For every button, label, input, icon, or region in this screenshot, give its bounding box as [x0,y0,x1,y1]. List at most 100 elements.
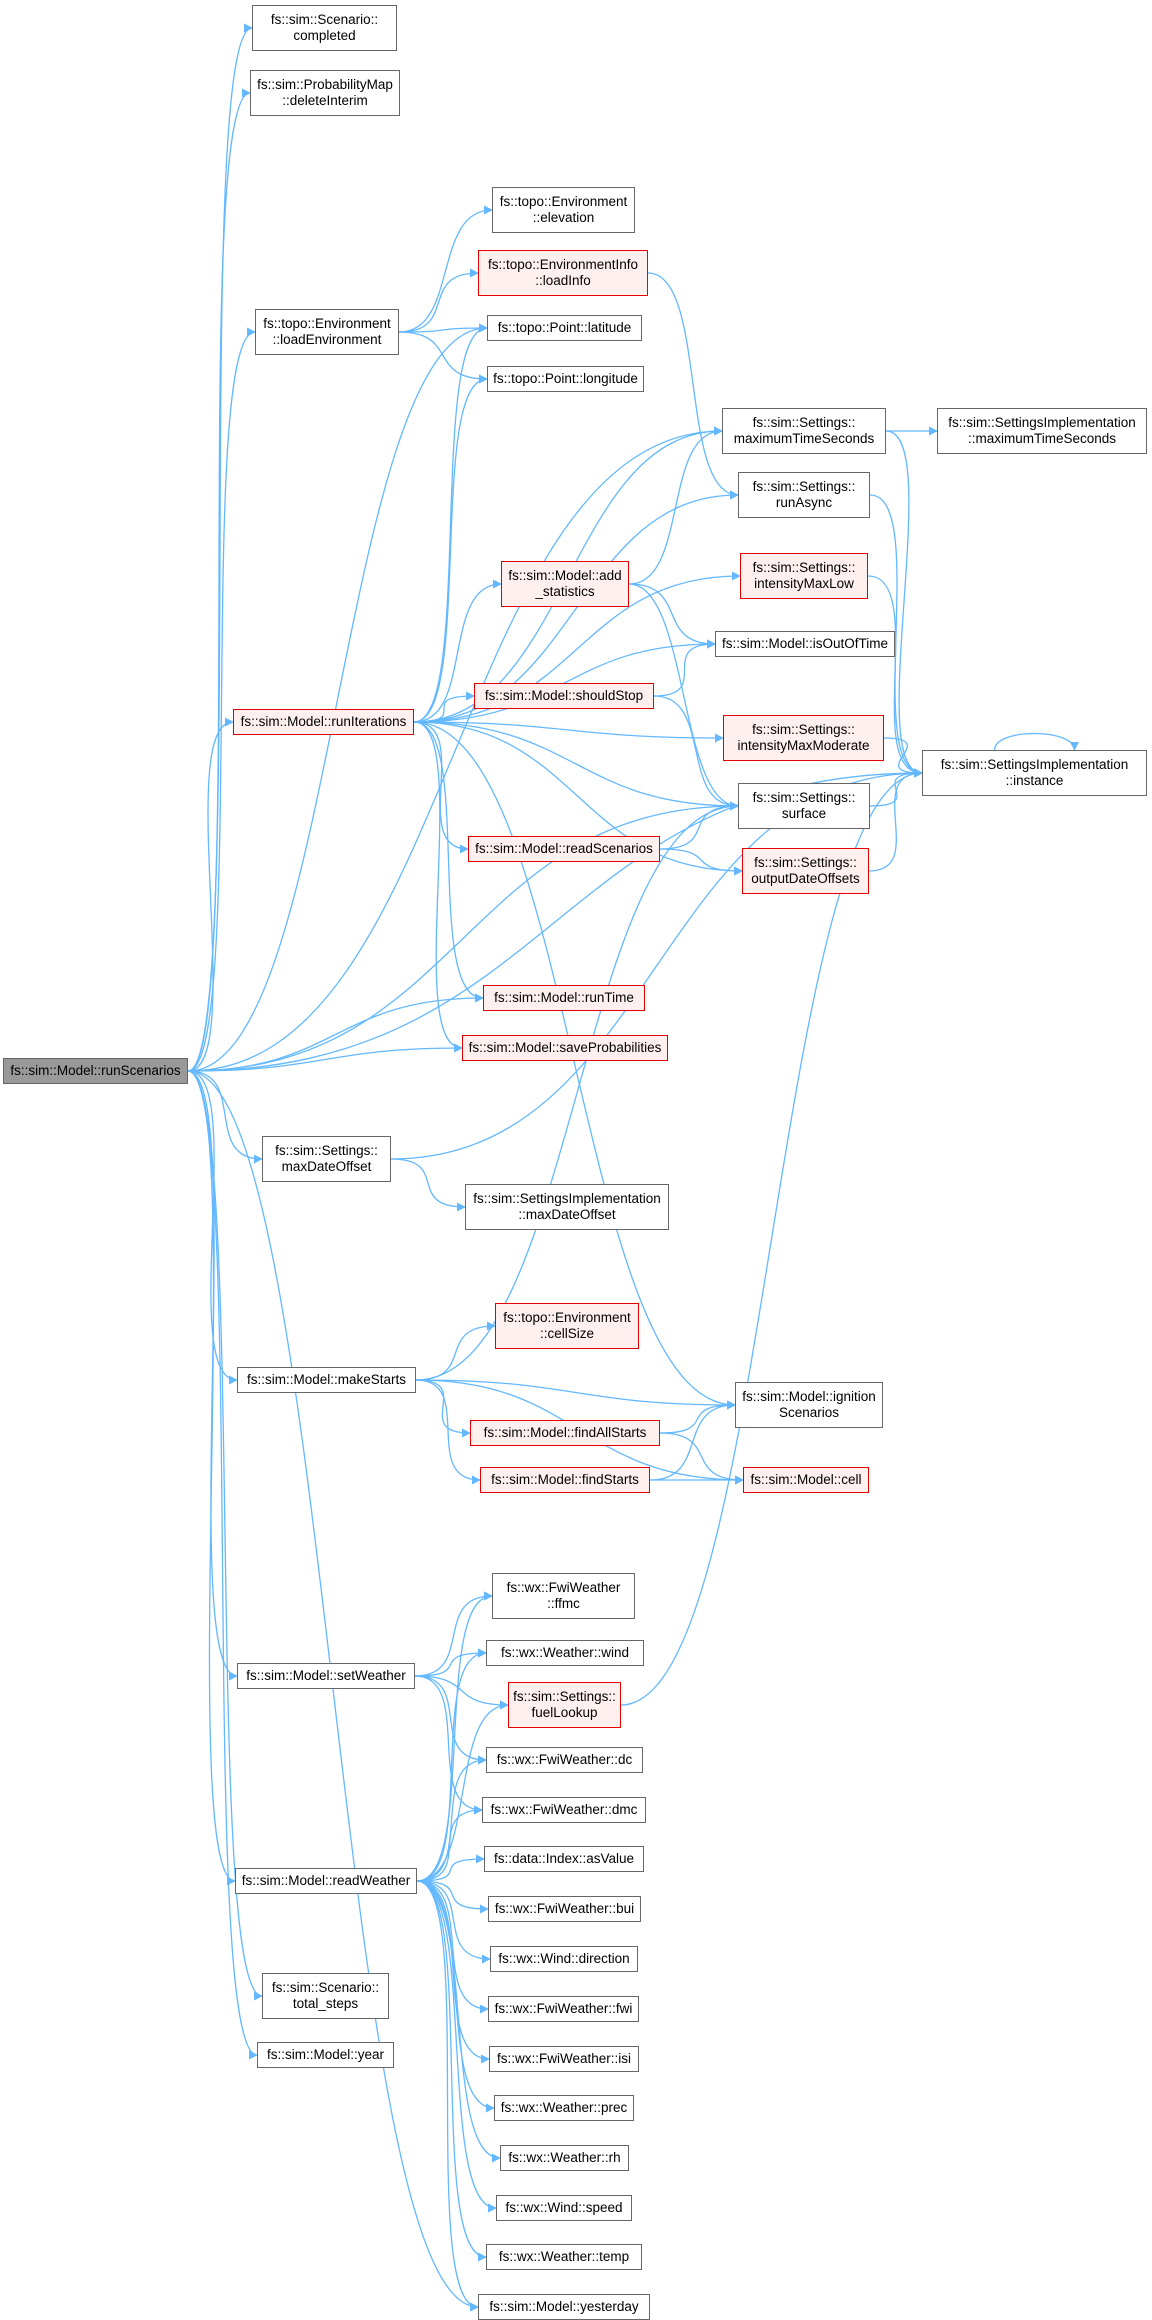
node-model-runTime[interactable]: fs::sim::Model::runTime [483,985,645,1011]
edge-root-to-model-readWeather [187,1070,236,1886]
node-label: fs::sim::Model::readScenarios [475,841,653,856]
node-model-saveProbabilities[interactable]: fs::sim::Model::saveProbabilities [462,1035,668,1061]
edge-env-loadEnvironment-to-env-elevation [398,205,493,333]
edge-settings-maximumTimeSeconds-to-settingsimpl-instance [885,430,923,778]
node-model-makeStarts[interactable]: fs::sim::Model::makeStarts [237,1367,416,1393]
node-settings-maxDateOffset[interactable]: fs::sim::Settings::maxDateOffset [262,1136,391,1182]
edge-model-readWeather-to-fwi-bui [416,1880,489,1914]
edge-model-runIterations-to-settings-surface [413,721,739,811]
node-settings-fuelLookup[interactable]: fs::sim::Settings::fuelLookup [508,1682,621,1728]
node-weather-wind[interactable]: fs::wx::Weather::wind [486,1640,644,1666]
node-model-yesterday[interactable]: fs::sim::Model::yesterday [478,2294,650,2320]
node-settings-outputDateOffsets[interactable]: fs::sim::Settings::outputDateOffsets [742,848,869,894]
node-label: fs::sim::Scenario:: [271,1980,380,1995]
edge-root-to-point-latitude [187,323,488,1072]
node-fwi-dmc[interactable]: fs::wx::FwiWeather::dmc [482,1797,646,1823]
node-label: surface [781,806,827,821]
node-model-readScenarios[interactable]: fs::sim::Model::readScenarios [468,836,660,862]
node-weather-temp[interactable]: fs::wx::Weather::temp [486,2244,642,2270]
node-point-latitude[interactable]: fs::topo::Point::latitude [487,315,642,341]
node-settingsimpl-instance[interactable]: fs::sim::SettingsImplementation::instanc… [922,750,1147,796]
node-model-year[interactable]: fs::sim::Model::year [257,2042,394,2068]
edge-model-readWeather-to-weather-temp [416,1880,487,2262]
edge-model-runIterations-to-model-saveProbabilities [413,721,463,1053]
node-label: fs::wx::FwiWeather::isi [496,2051,632,2066]
edge-root-to-model-runIterations [187,717,234,1072]
node-fwi-isi[interactable]: fs::wx::FwiWeather::isi [489,2046,639,2072]
edge-root-to-settings-surface [187,801,739,1072]
node-model-isOutOfTime[interactable]: fs::sim::Model::isOutOfTime [715,631,895,657]
node-env-cellSize[interactable]: fs::topo::Environment::cellSize [495,1303,639,1349]
node-settings-surface[interactable]: fs::sim::Settings::surface [738,783,870,829]
edge-model-findAllStarts-to-model-cell [659,1432,744,1485]
edge-model-readWeather-to-wind-speed [416,1880,497,2213]
node-model-readWeather[interactable]: fs::sim::Model::readWeather [235,1868,417,1894]
node-settingsimpl-maximumTimeSeconds[interactable]: fs::sim::SettingsImplementation::maximum… [937,408,1147,454]
node-label: fs::wx::FwiWeather::fwi [494,2001,633,2016]
node-label: fs::sim::Model::add [508,568,622,583]
node-model-add-statistics[interactable]: fs::sim::Model::add_statistics [501,561,629,607]
edge-model-runIterations-to-model-runTime [413,721,484,1003]
node-label: fs::topo::Environment [263,316,391,331]
node-label: fs::wx::Wind::speed [505,2200,623,2215]
edge-model-setWeather-to-fwi-dmc [414,1675,483,1815]
edge-model-runIterations-to-point-longitude [413,374,488,723]
node-model-shouldStop[interactable]: fs::sim::Model::shouldStop [474,683,654,709]
edge-model-makeStarts-to-settings-surface [415,801,739,1381]
node-env-loadEnvironment[interactable]: fs::topo::Environment::loadEnvironment [255,309,399,355]
edge-model-readScenarios-to-settings-outputDateOffsets [659,848,743,876]
node-index-asValue[interactable]: fs::data::Index::asValue [484,1846,644,1872]
node-fwi-fwi[interactable]: fs::wx::FwiWeather::fwi [488,1996,639,2022]
edge-model-findStarts-to-model-ignitionScenarios [649,1400,736,1481]
node-fwi-ffmc[interactable]: fs::wx::FwiWeather::ffmc [492,1573,635,1619]
node-label: fs::sim::Model::findStarts [491,1472,639,1487]
edge-model-setWeather-to-weather-wind [414,1648,487,1677]
node-scenario-total-steps[interactable]: fs::sim::Scenario::total_steps [262,1973,389,2019]
node-point-longitude[interactable]: fs::topo::Point::longitude [487,366,644,392]
node-fwi-dc[interactable]: fs::wx::FwiWeather::dc [486,1747,643,1773]
node-settingsimpl-maxDateOffset[interactable]: fs::sim::SettingsImplementation::maxDate… [465,1184,669,1230]
node-settings-intensityMaxLow[interactable]: fs::sim::Settings::intensityMaxLow [740,553,868,599]
node-env-elevation[interactable]: fs::topo::Environment::elevation [492,187,635,233]
node-settings-maximumTimeSeconds[interactable]: fs::sim::Settings::maximumTimeSeconds [722,408,886,454]
node-root[interactable]: fs::sim::Model::runScenarios [3,1058,188,1084]
edge-settingsimpl-instance-to-settingsimpl-instance [993,732,1079,751]
node-settings-runAsync[interactable]: fs::sim::Settings::runAsync [738,472,870,518]
node-label: total_steps [292,1996,359,2011]
node-fwi-bui[interactable]: fs::wx::FwiWeather::bui [488,1896,641,1922]
edge-model-readWeather-to-settings-fuelLookup [416,1700,509,1882]
node-model-findAllStarts[interactable]: fs::sim::Model::findAllStarts [470,1420,660,1446]
node-settings-intensityMaxModerate[interactable]: fs::sim::Settings::intensityMaxModerate [723,715,884,761]
node-probmap-deleteInterim[interactable]: fs::sim::ProbabilityMap::deleteInterim [250,70,400,116]
node-label: fs::sim::SettingsImplementation [473,1191,661,1206]
edge-model-readWeather-to-wind-direction [416,1880,491,1964]
edge-model-setWeather-to-fwi-ffmc [414,1591,493,1677]
node-weather-rh[interactable]: fs::wx::Weather::rh [500,2145,629,2171]
edge-settings-maxDateOffset-to-settingsimpl-instance [390,768,923,1160]
edge-settings-intensityMaxModerate-to-settingsimpl-instance [883,737,923,778]
edge-settings-maxDateOffset-to-settingsimpl-maxDateOffset [390,1158,466,1212]
node-envinfo-loadInfo[interactable]: fs::topo::EnvironmentInfo::loadInfo [478,250,648,296]
node-scenario-completed[interactable]: fs::sim::Scenario::completed [252,5,397,51]
edge-model-runIterations-to-model-ignitionScenarios [413,721,736,1410]
edge-model-makeStarts-to-model-ignitionScenarios [415,1379,736,1410]
node-label: fs::sim::Scenario:: [270,12,379,27]
edge-model-add-statistics-to-settings-surface [628,583,739,811]
node-wind-speed[interactable]: fs::wx::Wind::speed [496,2195,632,2221]
edge-root-to-env-loadEnvironment [187,327,256,1072]
node-label: fs::sim::Model::isOutOfTime [721,636,889,651]
node-weather-prec[interactable]: fs::wx::Weather::prec [494,2095,634,2121]
node-label: fs::sim::Settings:: [275,1143,378,1158]
edge-model-makeStarts-to-model-findStarts [415,1379,481,1485]
edge-model-add-statistics-to-model-isOutOfTime [628,583,716,649]
node-model-setWeather[interactable]: fs::sim::Model::setWeather [237,1663,415,1689]
node-model-cell[interactable]: fs::sim::Model::cell [743,1467,869,1493]
edge-model-add-statistics-to-settings-maximumTimeSeconds [628,426,723,585]
node-label: fs::sim::Model::saveProbabilities [468,1040,662,1055]
edge-model-runIterations-to-model-shouldStop [413,691,475,723]
node-wind-direction[interactable]: fs::wx::Wind::direction [490,1946,638,1972]
node-model-findStarts[interactable]: fs::sim::Model::findStarts [480,1467,650,1493]
edge-model-runIterations-to-model-readScenarios [413,721,469,854]
node-model-runIterations[interactable]: fs::sim::Model::runIterations [233,709,414,735]
